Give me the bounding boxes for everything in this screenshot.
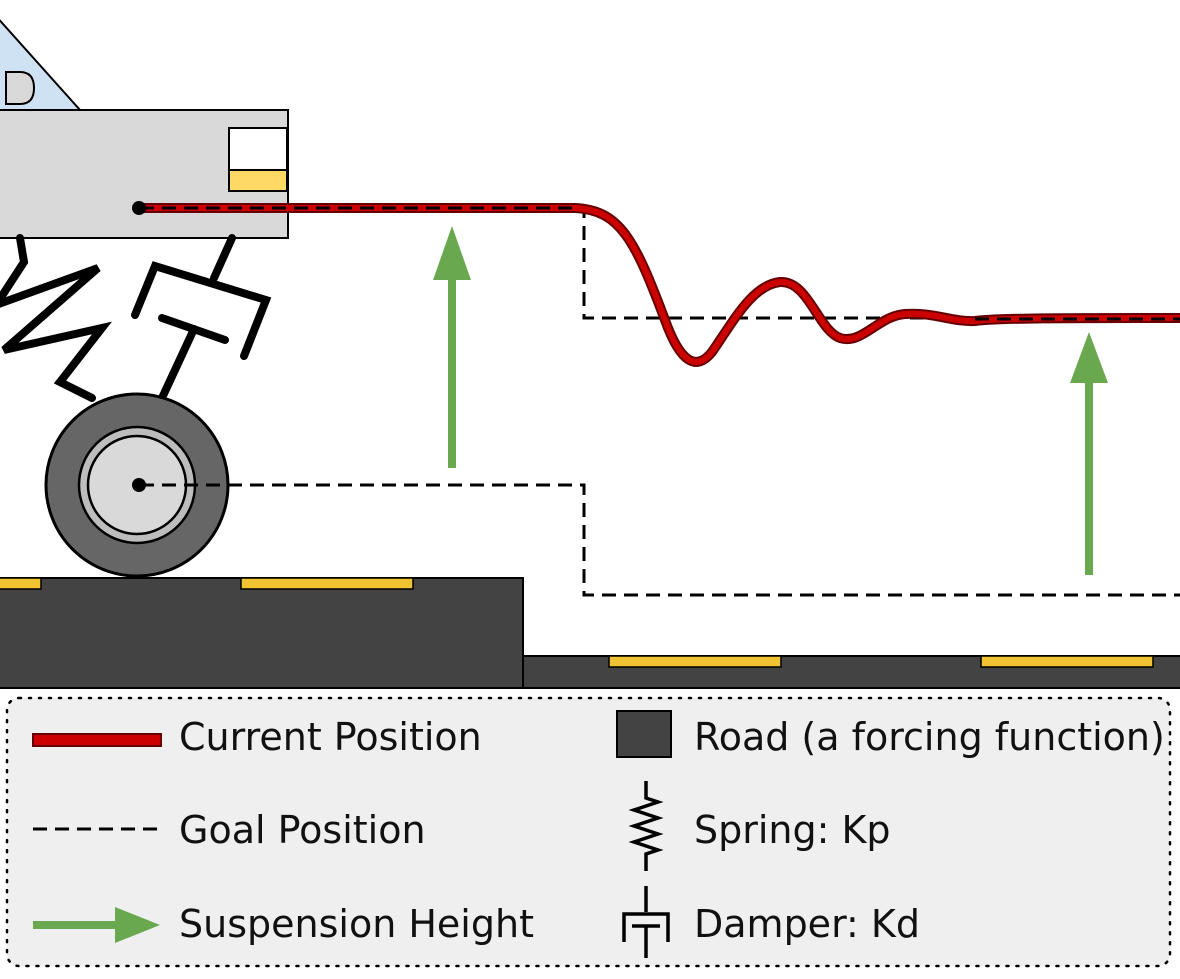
suspension-damper [131,234,272,402]
legend-item-current-position: Current Position [32,715,482,759]
goal-position-wheel [140,483,1180,597]
legend-label-goal-position: Goal Position [179,808,426,852]
road-swatch [616,710,672,758]
legend-box [5,696,1172,968]
lane-marker [980,655,1154,668]
legend: Current Position Goal Position Suspensio… [5,696,1172,968]
legend-item-spring: Spring: Kp [628,781,891,871]
road [0,577,1180,689]
legend-item-goal-position: Goal Position [33,808,426,852]
car [0,19,289,239]
body-anchor-point [132,201,146,215]
legend-label-current-position: Current Position [179,715,482,759]
legend-label-spring: Spring: Kp [694,808,891,852]
suspension-height-arrow [433,226,471,468]
legend-label-road: Road (a forcing function) [694,715,1165,759]
headlight [228,169,288,192]
wheel-anchor-point [132,478,146,492]
damper-icon [622,886,670,958]
lane-marker [608,655,782,668]
arrowhead-icon [115,907,160,943]
headlight-upper [228,127,288,171]
suspension-spring [0,234,113,402]
spring-icon [628,781,664,871]
lane-marker [240,577,414,590]
current-position-curve [135,203,1180,367]
suspension-height-arrow [1070,332,1108,575]
side-mirror [5,71,36,105]
legend-item-suspension-height: Suspension Height [33,902,534,946]
current-position-swatch [32,733,162,747]
road-high-section [0,577,524,689]
lane-marker [0,577,42,590]
legend-label-damper: Damper: Kd [694,902,920,946]
legend-item-road: Road (a forcing function) [616,710,1165,759]
legend-item-damper: Damper: Kd [622,886,920,958]
legend-label-suspension-height: Suspension Height [179,902,534,946]
